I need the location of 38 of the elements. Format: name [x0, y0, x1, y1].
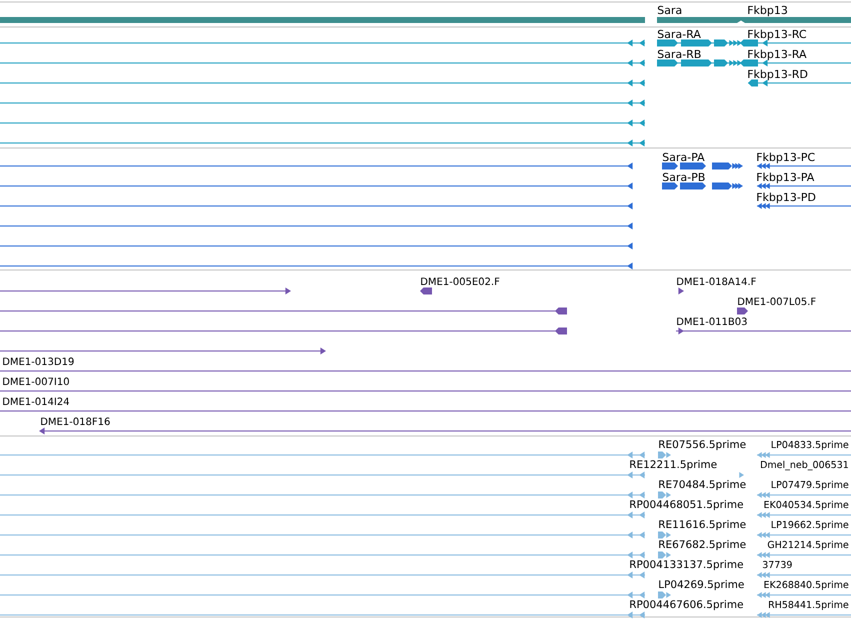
track-label: DME1-011B03: [677, 318, 747, 326]
track-label: RE70484.5prime: [659, 480, 746, 490]
track-label: Fkbp13-RD: [748, 70, 808, 80]
track-label: RE67682.5prime: [659, 540, 746, 550]
track-label: RE11616.5prime: [659, 520, 746, 530]
track-label: RP004468051.5prime: [630, 500, 743, 510]
track-label: LP07479.5prime: [772, 480, 848, 490]
track-label: LP04269.5prime: [659, 580, 744, 590]
track-label: RE07556.5prime: [659, 440, 746, 450]
track-label: DME1-014I24: [3, 398, 70, 406]
track-label: LP04833.5prime: [772, 440, 848, 450]
track-label: Fkbp13-RC: [748, 30, 806, 40]
track-label: Sara-PA: [662, 152, 705, 162]
track-label: Sara-PB: [662, 172, 705, 182]
track-label: EK268840.5prime: [764, 580, 848, 590]
track-label: GH21214.5prime: [768, 540, 848, 550]
track-label: 37739: [762, 560, 792, 568]
track-label: RE12211.5prime: [630, 460, 717, 470]
track-label: RH58441.5prime: [769, 600, 848, 610]
track-label: Fkbp13: [748, 6, 787, 16]
track-label: Fkbp13-PC: [757, 152, 815, 164]
track-label: DME1-005E02.F: [421, 278, 500, 286]
track-label: DME1-007I10: [3, 378, 69, 386]
track-label: Fkbp13-PA: [757, 172, 814, 184]
track-label: DME1-018F16: [41, 418, 110, 426]
track-label: Dmel_neb_006531: [761, 460, 848, 470]
track-label: RP004133137.5prime: [630, 560, 743, 570]
track-label: Sara-RB: [658, 50, 701, 58]
track-label: Sara: [658, 6, 682, 14]
track-label: DME1-007L05.F: [738, 298, 816, 306]
track-label: EK040534.5prime: [764, 500, 848, 510]
track-label: Sara-RA: [658, 30, 701, 38]
track-label: LP19662.5prime: [772, 520, 848, 530]
track-label: DME1-013D19: [3, 358, 74, 366]
track-label: Fkbp13-RA: [748, 50, 806, 60]
track-label: DME1-018A14.F: [677, 278, 756, 286]
track-label: Fkbp13-PD: [757, 192, 816, 204]
track-label: RP004467606.5prime: [630, 600, 743, 610]
